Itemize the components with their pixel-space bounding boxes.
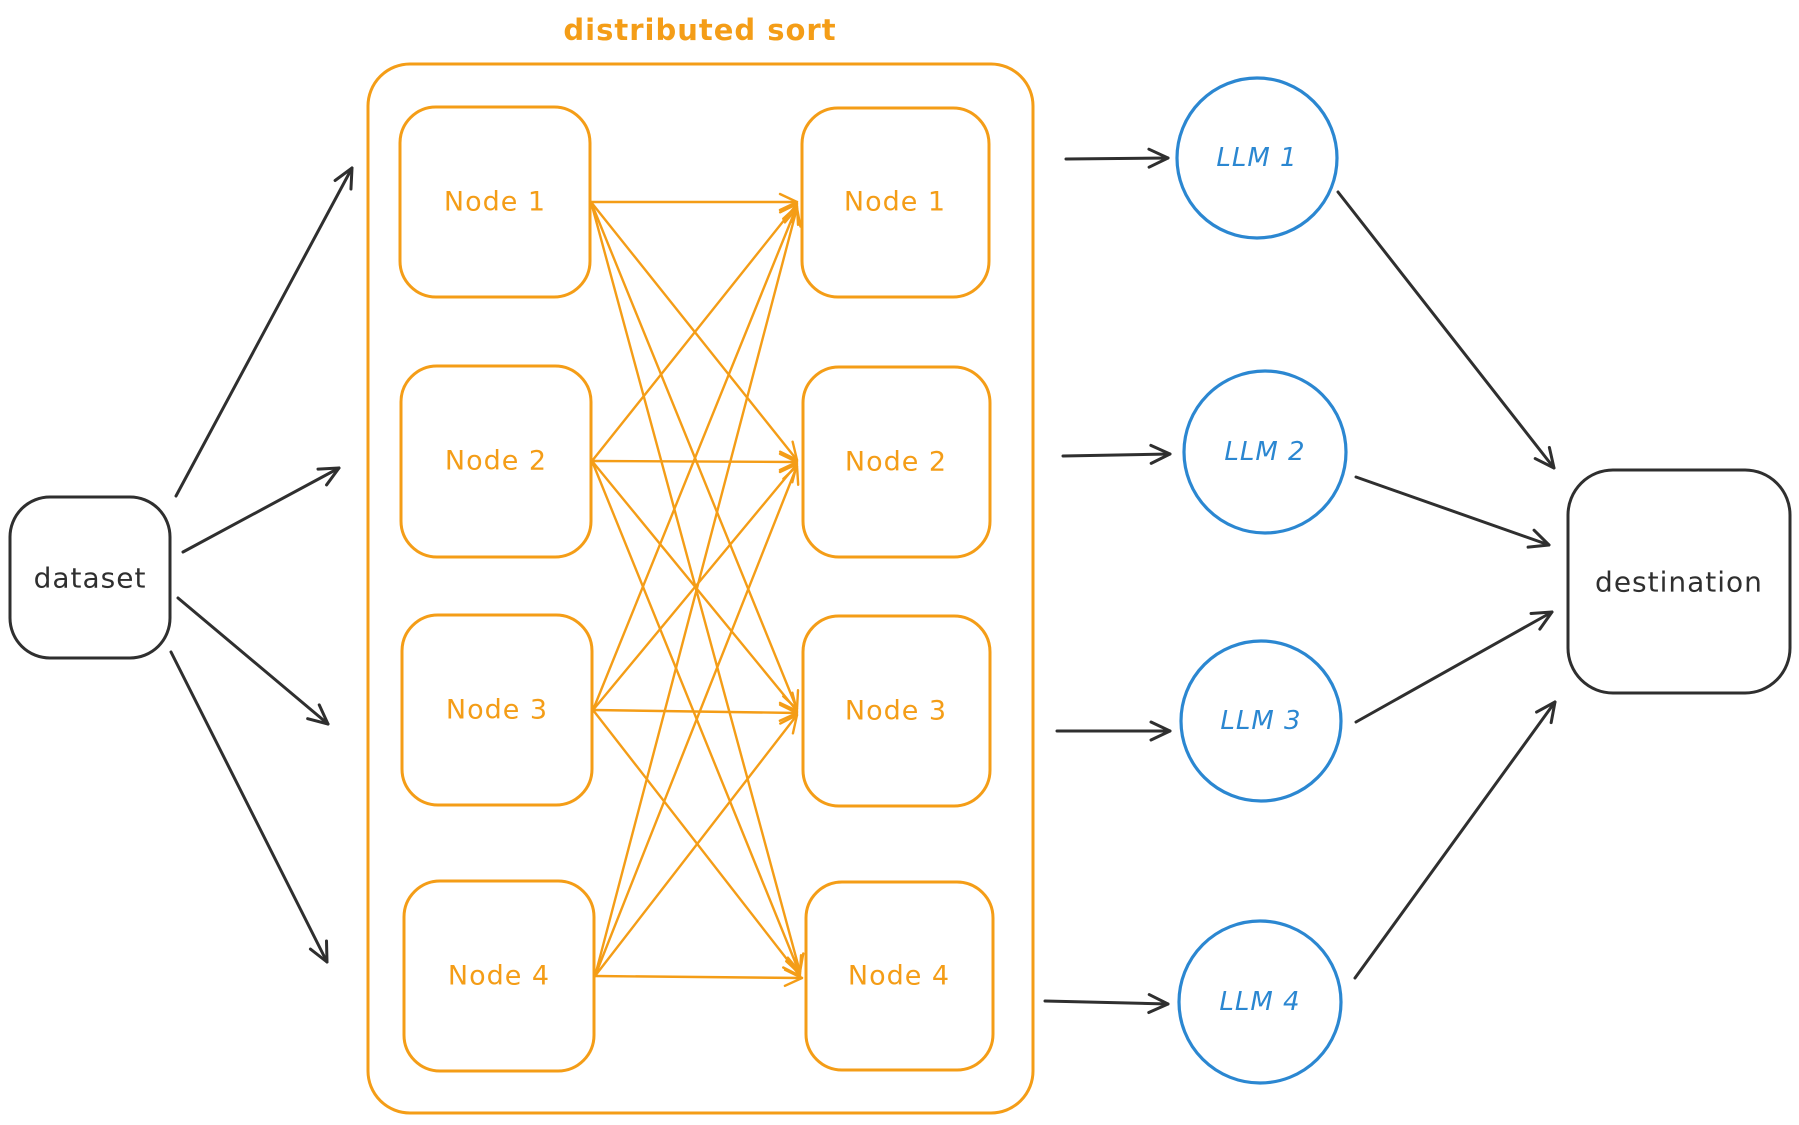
arrow-l2-r4 (590, 459, 803, 976)
destination-node: destination (1566, 468, 1792, 695)
arrow-llm4-destination (1353, 700, 1557, 980)
dataset-label: dataset (34, 562, 147, 595)
llm-1: LLM 1 (1175, 76, 1339, 240)
llm-3-label: LLM 3 (1220, 706, 1301, 736)
node-to-llm-arrows (1043, 147, 1172, 1015)
arrow-l4-r1 (593, 206, 802, 978)
destination-box (1566, 468, 1792, 695)
arrow-l1-r2 (589, 200, 799, 462)
llm-2-circle (1182, 369, 1348, 535)
llm-4: LLM 4 (1177, 919, 1343, 1085)
dataset-fanout-arrows (169, 166, 354, 964)
left-node-4-label: Node 4 (448, 961, 550, 992)
llm-2: LLM 2 (1182, 369, 1348, 535)
arrow-l3-r2 (591, 462, 799, 712)
left-node-3-label: Node 3 (446, 695, 548, 726)
right-node-2: Node 2 (801, 365, 992, 559)
llm-to-destination-arrows (1336, 190, 1557, 980)
llm-2-label: LLM 2 (1224, 437, 1305, 467)
llm-3: LLM 3 (1179, 639, 1343, 803)
arrow-l4-r3 (593, 713, 799, 978)
arrow-dataset-node2 (181, 466, 341, 554)
arrow-l3-r3 (591, 703, 799, 722)
right-node-2-box (801, 365, 992, 559)
llm-1-label: LLM 1 (1216, 143, 1297, 173)
right-node-4-box (804, 880, 995, 1072)
left-node-3: Node 3 (400, 613, 594, 807)
arrow-llm3-destination (1354, 610, 1554, 724)
arrow-l1-r3 (589, 200, 800, 711)
distributed-sort-container (366, 62, 1035, 1115)
shuffle-arrows (589, 192, 805, 988)
right-node-4-label: Node 4 (848, 961, 950, 992)
left-node-2: Node 2 (399, 364, 593, 559)
arrow-l3-r1 (591, 204, 800, 712)
left-node-4: Node 4 (402, 879, 596, 1073)
llm-3-circle (1179, 639, 1343, 803)
right-node-1-box (800, 106, 991, 299)
llm-1-circle (1175, 76, 1339, 240)
arrow-l4-r4 (593, 968, 804, 988)
arrow-dataset-node3 (176, 596, 330, 726)
right-node-2-label: Node 2 (845, 447, 947, 478)
arrow-to-llm2 (1061, 443, 1172, 465)
right-node-3-label: Node 3 (845, 696, 947, 727)
arrow-to-llm4 (1043, 993, 1170, 1015)
dataset-node: dataset (8, 495, 172, 660)
llm-4-label: LLM 4 (1219, 987, 1300, 1017)
arrow-to-llm1 (1064, 147, 1170, 169)
arrow-l4-r2 (593, 464, 800, 978)
right-node-1-label: Node 1 (844, 187, 946, 218)
right-node-4: Node 4 (804, 880, 995, 1072)
right-node-1: Node 1 (800, 106, 991, 299)
arrow-dataset-node1 (174, 166, 354, 498)
left-node-2-label: Node 2 (445, 446, 547, 477)
arrow-dataset-node4 (169, 650, 329, 964)
right-node-3-box (801, 614, 992, 808)
distributed-sort-title: distributed sort (563, 13, 836, 47)
left-node-1: Node 1 (398, 105, 592, 299)
dataset-box (8, 495, 172, 660)
arrow-l2-r1 (590, 202, 799, 463)
right-node-3: Node 3 (801, 614, 992, 808)
arrow-llm1-destination (1336, 190, 1556, 470)
llm-4-circle (1177, 919, 1343, 1085)
left-node-1-label: Node 1 (444, 187, 546, 218)
destination-label: destination (1595, 566, 1763, 599)
arrow-llm2-destination (1354, 475, 1551, 549)
